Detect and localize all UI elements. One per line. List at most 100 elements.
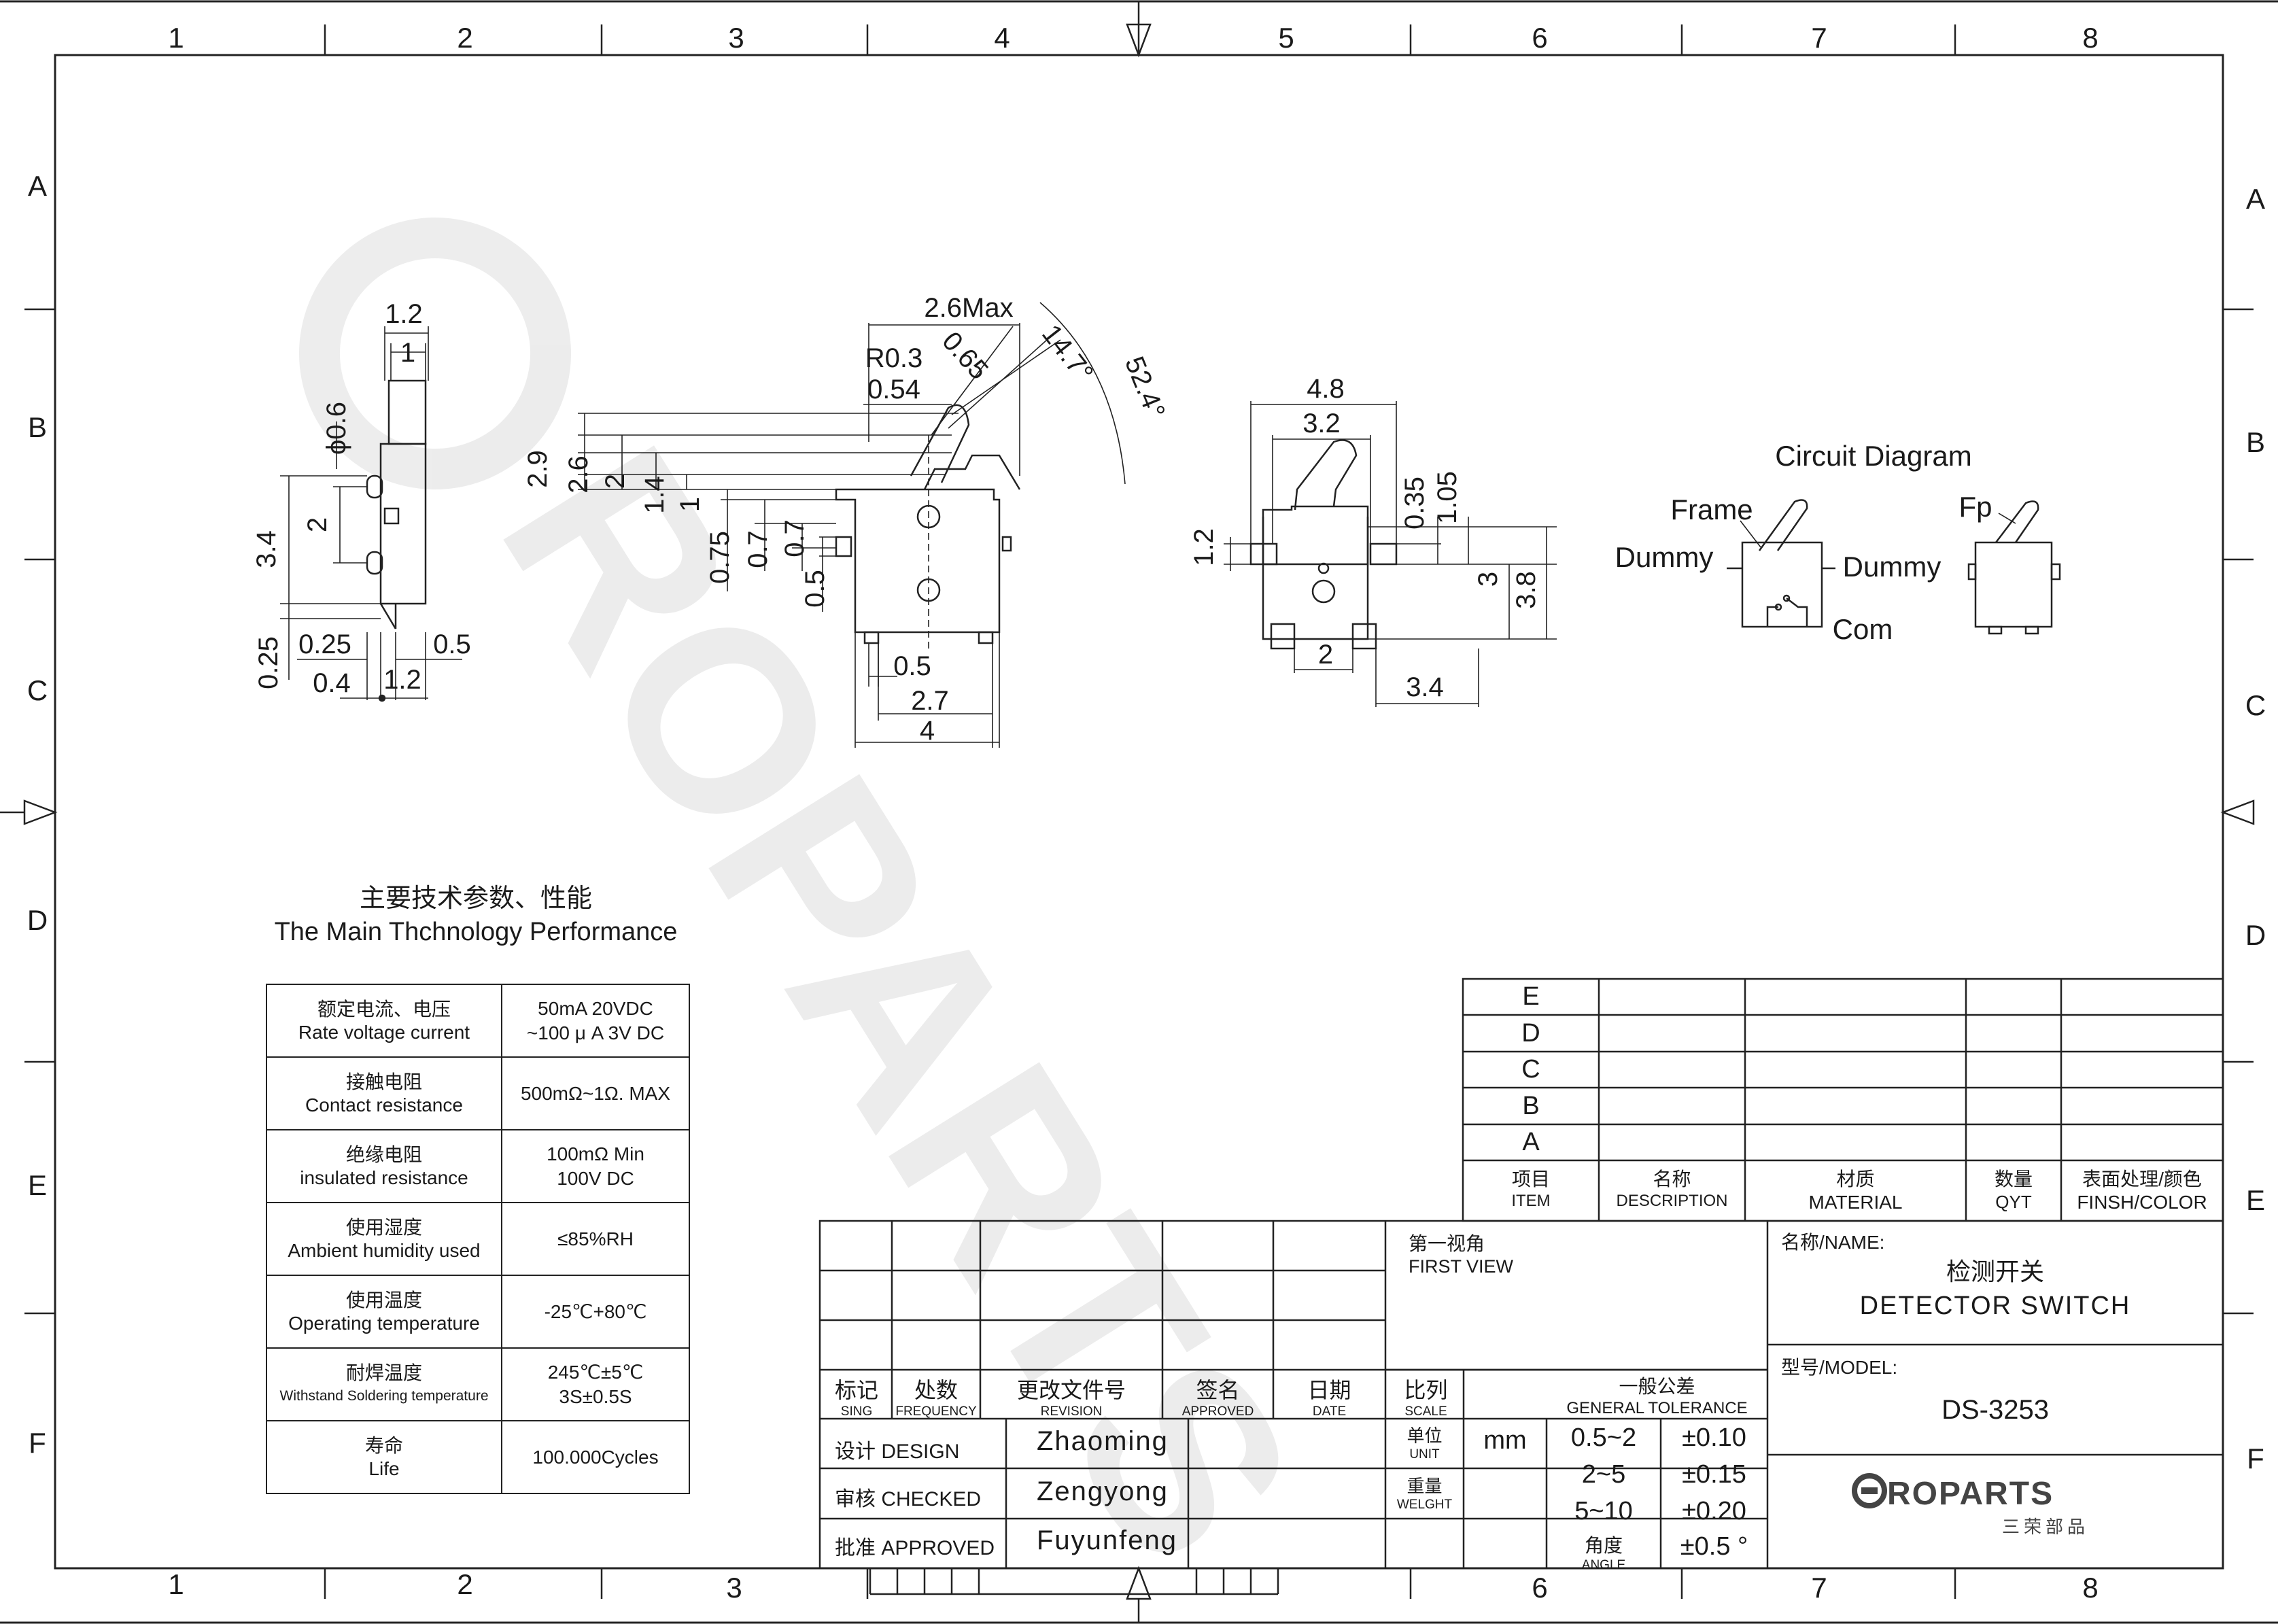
param-cn: 接触电阻 bbox=[345, 1071, 422, 1092]
dim-label: 0.54 bbox=[867, 375, 920, 404]
approver-name: Fuyunfeng bbox=[1037, 1525, 1178, 1555]
row-label: F bbox=[2247, 1442, 2264, 1474]
dim-label: 1.4 bbox=[640, 476, 670, 514]
logo-subtext: 三荣部品 bbox=[2002, 1517, 2090, 1537]
approved-label: 批准 APPROVED bbox=[835, 1537, 995, 1559]
dim-label: 0.5 bbox=[433, 629, 471, 659]
col-label: 2 bbox=[457, 1568, 472, 1600]
design-label: 设计 DESIGN bbox=[835, 1440, 960, 1463]
param-en: Operating temperature bbox=[288, 1312, 480, 1334]
dim-label: 2.6 bbox=[564, 455, 593, 494]
col-label: 5 bbox=[1278, 22, 1294, 54]
dim-label: 2 bbox=[600, 474, 630, 489]
param-cn: 使用湿度 bbox=[345, 1216, 422, 1238]
front-view bbox=[578, 302, 1126, 748]
param-cn: 耐焊温度 bbox=[345, 1362, 422, 1383]
dim-label: 2.7 bbox=[911, 686, 949, 716]
row-label: A bbox=[2246, 183, 2265, 215]
model-label: 型号/MODEL: bbox=[1781, 1357, 1898, 1378]
param-en: insulated resistance bbox=[300, 1167, 468, 1188]
dim-label: 1.2 bbox=[385, 299, 423, 329]
param-value: 50mA 20VDC bbox=[538, 997, 653, 1019]
dim-label: 0.25 bbox=[298, 629, 351, 659]
col-label: 7 bbox=[1811, 22, 1827, 54]
col-label: 1 bbox=[168, 22, 184, 54]
dim-label: 0.5 bbox=[893, 651, 931, 681]
param-cn: 绝缘电阻 bbox=[345, 1143, 422, 1165]
name-label: 名称/NAME: bbox=[1781, 1232, 1885, 1253]
param-value: ~100 μ A 3V DC bbox=[526, 1022, 665, 1043]
dim-label: 3.4 bbox=[1406, 672, 1444, 702]
col-label: 4 bbox=[994, 22, 1009, 54]
param-value: -25℃+80℃ bbox=[544, 1300, 647, 1322]
rev-letter: E bbox=[1522, 982, 1540, 1011]
dim-label: 4 bbox=[920, 716, 935, 746]
performance-title-cn: 主要技术参数、性能 bbox=[359, 884, 592, 913]
dim-label: 1.2 bbox=[383, 665, 421, 695]
tol-value: ±0.15 bbox=[1682, 1460, 1746, 1489]
param-value: 100V DC bbox=[557, 1167, 634, 1189]
checked-label: 审核 CHECKED bbox=[835, 1488, 982, 1510]
tol-range: 5~10 bbox=[1574, 1497, 1633, 1525]
part-name-cn: 检测开关 bbox=[1946, 1258, 2044, 1285]
dim-label: 4.8 bbox=[1307, 374, 1345, 404]
param-en: Rate voltage current bbox=[298, 1021, 470, 1043]
dim-label: 1 bbox=[400, 338, 415, 368]
circuit-fp-label: Fp bbox=[1958, 491, 1992, 523]
dim-label: 0.4 bbox=[313, 668, 351, 698]
rev-letter: D bbox=[1521, 1019, 1540, 1048]
top-view bbox=[1224, 401, 1557, 707]
performance-title-en: The Main Thchnology Performance bbox=[274, 918, 678, 946]
tol-value: ±0.20 bbox=[1682, 1497, 1746, 1525]
dim-label: 0.25 bbox=[254, 636, 283, 689]
col-label: 1 bbox=[168, 1568, 184, 1600]
col-label: 8 bbox=[2082, 22, 2098, 54]
param-cn: 额定电流、电压 bbox=[317, 998, 451, 1020]
row-label: A bbox=[28, 170, 47, 202]
row-label: D bbox=[2245, 919, 2266, 951]
param-cn: 寿命 bbox=[364, 1434, 403, 1456]
dim-label: 0.7 bbox=[743, 530, 773, 568]
param-value: 500mΩ~1Ω. MAX bbox=[520, 1082, 671, 1104]
dim-label: 0.7 bbox=[780, 519, 810, 557]
col-label: 6 bbox=[1532, 1572, 1547, 1604]
dim-label: 3.2 bbox=[1302, 409, 1341, 438]
dim-label: R0.3 bbox=[865, 343, 923, 373]
circuit-diagram bbox=[1727, 499, 2061, 635]
param-value: 3S±0.5S bbox=[559, 1385, 632, 1407]
param-value: 100.000Cycles bbox=[532, 1446, 659, 1468]
unit-value: mm bbox=[1483, 1426, 1527, 1455]
param-en: Withstand Soldering temperature bbox=[279, 1387, 489, 1404]
col-label: 7 bbox=[1811, 1572, 1827, 1604]
col-label: 3 bbox=[726, 1572, 742, 1604]
part-name-en: DETECTOR SWITCH bbox=[1859, 1292, 2131, 1320]
designer-name: Zhaoming bbox=[1037, 1426, 1169, 1456]
param-value: ≤85%RH bbox=[557, 1228, 634, 1249]
circuit-dummy-left: Dummy bbox=[1615, 541, 1714, 573]
dim-label: 1.2 bbox=[1189, 528, 1219, 566]
rev-letter: C bbox=[1521, 1055, 1540, 1084]
company-logo bbox=[1852, 1473, 1887, 1508]
logo-text: ROPARTS bbox=[1887, 1476, 2054, 1512]
dim-label: 2 bbox=[1318, 640, 1333, 670]
col-label: 3 bbox=[728, 22, 744, 54]
dim-label: 2.9 bbox=[523, 450, 553, 488]
row-label: C bbox=[27, 674, 48, 706]
